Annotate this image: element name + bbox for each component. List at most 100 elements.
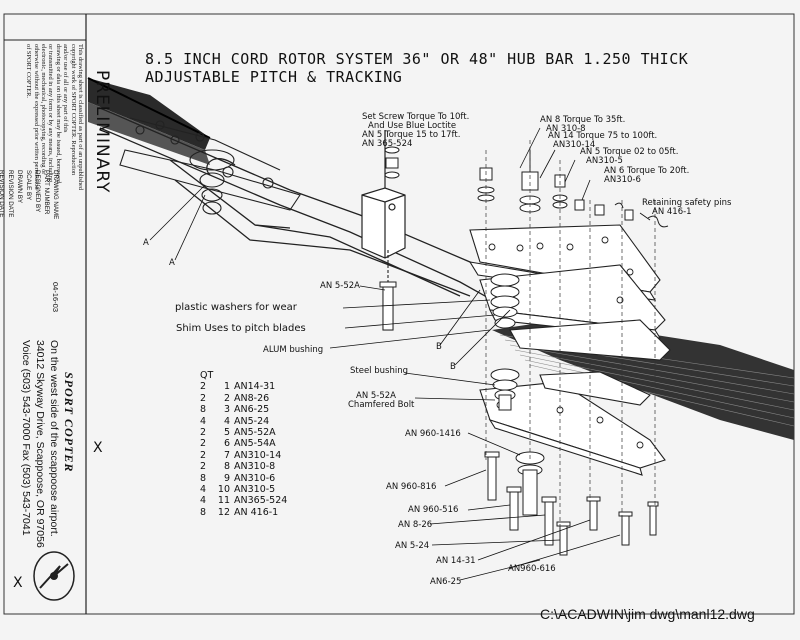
top-hardware: [384, 146, 669, 228]
part-qty: 8: [200, 404, 207, 416]
copyright-notice-line: This drawing sheet is classified as part…: [77, 44, 84, 191]
blade-grip-plates-right: [468, 224, 671, 476]
part-qty: 8: [200, 472, 207, 484]
callout-alum-bushing: ALUM bushing: [263, 345, 324, 355]
parts-list-row: 2 7 AN310-14: [200, 450, 287, 461]
part-qty: 2: [200, 392, 207, 404]
part-item-number: 6: [223, 438, 230, 450]
company-name: SPORT COPTER: [62, 372, 76, 473]
part-qty: 2: [200, 449, 207, 461]
part-qty: 8: [200, 506, 207, 518]
part-item-number: 5: [223, 427, 230, 439]
parts-list-row: 2 6 AN5-54A: [200, 438, 287, 449]
preliminary-stamp: PRELIMINARY: [92, 70, 112, 194]
parts-list-header: QT: [200, 370, 214, 381]
part-number: AN365-524: [234, 495, 288, 507]
parts-list-row: 8 3 AN6-25: [200, 404, 287, 415]
part-item-number: 8: [223, 461, 230, 473]
hub-bar: [99, 107, 521, 311]
callout-shim: Shim Uses to pitch blades: [176, 323, 306, 334]
part-qty: 4: [200, 484, 207, 496]
copyright-notice: This drawing sheet is classified as part…: [25, 44, 84, 190]
part-number: AN6-25: [234, 404, 270, 416]
drawing-title-line2: ADJUSTABLE PITCH & TRACKING: [145, 68, 403, 86]
parts-list-row: 8 9 AN310-6: [200, 473, 287, 484]
part-number: AN310-6: [234, 472, 276, 484]
section-label-a-1: A: [143, 238, 149, 248]
section-label-b-2: B: [450, 362, 456, 372]
callout-retaining-pins: Retaining safety pins: [642, 198, 732, 208]
company-address-3: Voice (503) 543-7000 Fax (503) 543-7041: [20, 340, 32, 536]
title-block-label: DESIGNED BY: [34, 170, 41, 213]
part-item-number: 11: [217, 495, 230, 507]
part-qty: 4: [200, 415, 207, 427]
callout-an960-1416: AN 960-1416: [405, 429, 461, 439]
parts-list-row: 2 8 AN310-8: [200, 461, 287, 472]
part-item-number: 9: [223, 472, 230, 484]
section-label-b-1: B: [436, 342, 442, 352]
callout-an8-26: AN 8-26: [398, 520, 433, 530]
center-block: [361, 130, 406, 259]
callout-an6-25: AN6-25: [430, 577, 462, 587]
date-last-updated-value: 04-16-03: [51, 282, 60, 313]
callout-an5-torque2: AN 5 Torque 02 to 05ft.: [580, 147, 679, 157]
callout-an14-torque: AN 14 Torque 75 to 100ft.: [548, 131, 658, 141]
part-number: AN14-31: [234, 381, 276, 393]
part-number: AN5-24: [234, 415, 270, 427]
blade-grip-left: [119, 117, 301, 215]
sport-copter-logo-icon: [33, 551, 75, 601]
part-number: AN5-54A: [234, 438, 276, 450]
callout-an960-616: AN960-616: [508, 564, 556, 574]
title-block-label: REVISION DATE: [7, 170, 14, 218]
callout-chamfered-bolt: Chamfered Bolt: [348, 400, 415, 410]
callout-an960-516: AN 960-516: [408, 505, 459, 515]
copyright-notice-line: and/or use of all or any part of this: [62, 44, 70, 133]
copyright-notice-line: copyright work of SPORT COPTER. Reproduc…: [69, 44, 77, 176]
callout-set-screw-2: And Use Blue Loctite: [368, 121, 457, 131]
copyright-notice-line: or transmitted in any form or by any mea…: [47, 44, 55, 183]
callout-steel-bushing: Steel bushing: [350, 366, 408, 376]
callout-an8-torque: AN 8 Torque To 35ft.: [540, 115, 626, 125]
callout-an416-1: AN 416-1: [652, 207, 692, 217]
callout-an14-31: AN 14-31: [436, 556, 476, 566]
part-number: AN310-8: [234, 461, 276, 473]
callout-an310-14: AN310-14: [553, 140, 596, 150]
parts-list-row: 4 4 AN5-24: [200, 416, 287, 427]
x-mark-1: X: [93, 440, 103, 456]
part-number: AN310-14: [234, 449, 282, 461]
part-item-number: 2: [223, 392, 230, 404]
part-item-number: 7: [223, 449, 230, 461]
copyright-notice-line: of SPORT COPTER.: [25, 44, 33, 99]
title-block-label: DRAWING NAME: [52, 170, 59, 220]
rotor-blade-upper: [87, 77, 211, 165]
part-qty: 2: [200, 381, 207, 393]
title-block-label: PART NUMBER: [43, 170, 50, 215]
part-qty: 2: [200, 461, 207, 473]
callout-an310-6: AN310-6: [604, 175, 641, 185]
lower-bolts: [379, 281, 659, 556]
part-item-number: 12: [217, 506, 230, 518]
part-item-number: 4: [223, 415, 230, 427]
part-number: AN5-52A: [234, 427, 276, 439]
part-number: AN 416-1: [234, 506, 279, 518]
copyright-notice-line: electronic, mechanical, photocopying, re…: [39, 44, 47, 175]
callout-an5-52a-bottom: AN 5-52A: [356, 391, 396, 401]
part-qty: 2: [200, 438, 207, 450]
title-block-label: SCALE BY: [25, 170, 32, 201]
drawing-title-line1: 8.5 INCH CORD ROTOR SYSTEM 36" OR 48" HU…: [145, 50, 689, 68]
callout-an5-torque: AN 5 Torque 15 to 17ft.: [362, 130, 461, 140]
title-block-label: REVISION DATE: [0, 170, 5, 218]
copyright-notice-line: drawing or data on this sheet may be iss…: [54, 44, 62, 185]
callout-set-screw-1: Set Screw Torque To 10ft.: [362, 112, 470, 122]
washer-stack: [490, 273, 545, 516]
company-address-1: On the west side of the scappoose airpor…: [48, 340, 60, 537]
company-address-2: 34012 Skyway Drive, Scappoose, OR 97056: [34, 340, 46, 548]
part-item-number: 3: [223, 404, 230, 416]
